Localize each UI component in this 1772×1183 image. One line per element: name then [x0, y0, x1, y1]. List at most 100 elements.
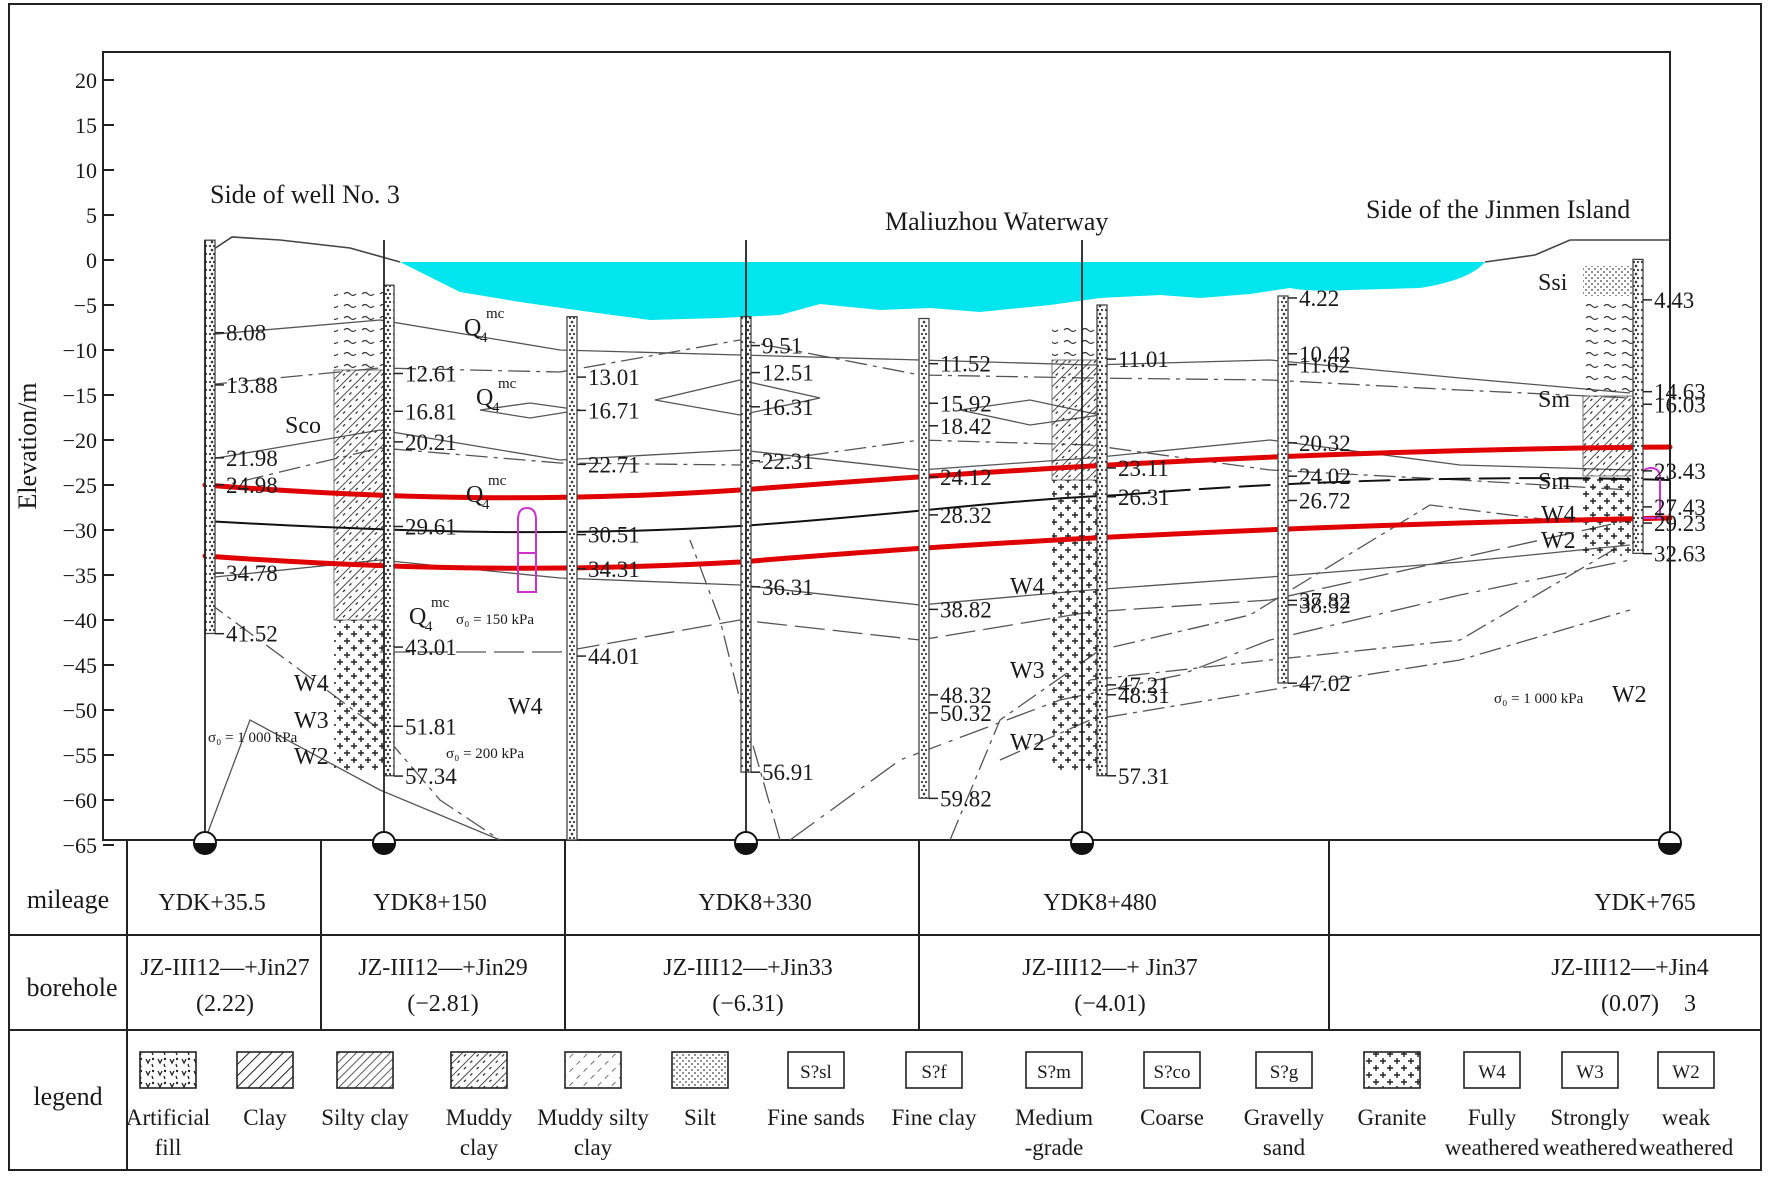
legend-item-3: Silty clay: [321, 1051, 409, 1130]
svg-text:24.98: 24.98: [226, 473, 278, 498]
figure-border: [8, 3, 1762, 1171]
borehole-cell-3: JZ-III12—+Jin33(−6.31): [663, 955, 833, 1017]
y-tick-label: −5: [74, 293, 97, 318]
legend-symbol-text: W3: [1576, 1062, 1603, 1083]
y-tick-label: −50: [63, 698, 97, 723]
svg-text:JZ-III12—+Jin27: JZ-III12—+Jin27: [140, 955, 310, 981]
svg-text:14.63: 14.63: [1654, 380, 1706, 405]
borehole-label: 57.31: [1107, 764, 1170, 789]
svg-text:Q: Q: [466, 482, 483, 508]
svg-text:mc: mc: [486, 306, 505, 322]
borehole-label: 23.11: [1107, 456, 1169, 481]
w3-label-center: W3: [1010, 658, 1045, 684]
svg-text:24.02: 24.02: [1299, 464, 1351, 489]
legend-symbol-text: W4: [1478, 1062, 1506, 1083]
borehole-row: JZ-III12—+Jin27(2.22)JZ-III12—+Jin29(−2.…: [140, 955, 1709, 1017]
svg-text:Q: Q: [464, 315, 481, 341]
y-tick-label: −15: [63, 383, 97, 408]
svg-text:47.21: 47.21: [1118, 673, 1170, 698]
borehole-label: 11.62: [1288, 353, 1350, 378]
svg-text:JZ-III12—+ Jin37: JZ-III12—+ Jin37: [1022, 955, 1198, 981]
mileage-cell-4: YDK8+480: [1043, 890, 1157, 916]
svg-text:(−6.31): (−6.31): [712, 991, 784, 1017]
sigma-1000-right: σ₀ = 1 000 kPa: [1494, 691, 1584, 707]
legend-symbol-text: W2: [1672, 1062, 1699, 1083]
mileage-cell-1: YDK+35.5: [158, 890, 266, 916]
mileage-cell-2: YDK8+150: [373, 890, 487, 916]
svg-text:Artificial: Artificial: [126, 1105, 210, 1130]
sigma-1000-left: σ₀ = 1 000 kPa: [208, 730, 298, 746]
borehole-label: 16.81: [394, 399, 457, 424]
svg-text:13.88: 13.88: [226, 373, 278, 398]
borehole-label: 23.43: [1643, 459, 1706, 484]
svg-text:21.98: 21.98: [226, 446, 278, 471]
y-tick-label: 5: [86, 203, 97, 228]
borehole-label: 28.32: [929, 503, 992, 528]
legend-symbol-text: S?sl: [800, 1062, 832, 1083]
svg-text:27.43: 27.43: [1654, 495, 1706, 520]
legend-symbol-text: S?f: [921, 1062, 947, 1083]
borehole-row-header: borehole: [27, 973, 118, 1002]
borehole-label: 11.01: [1107, 347, 1169, 372]
svg-text:3: 3: [1684, 991, 1696, 1017]
svg-text:24.12: 24.12: [940, 465, 992, 490]
tunnel-crown-line: [202, 444, 1673, 501]
borehole-label: 59.82: [929, 786, 992, 811]
sm-label-1: Sm: [1538, 387, 1570, 413]
borehole-label: 14.63: [1643, 380, 1706, 405]
sigma-150-label: σ₀ = 150 kPa: [456, 612, 534, 628]
svg-text:36.31: 36.31: [762, 575, 814, 600]
svg-text:44.01: 44.01: [588, 644, 640, 669]
borehole-cell-5: JZ-III12—+Jin4(0.07)3: [1551, 955, 1709, 1017]
svg-text:32.63: 32.63: [1654, 542, 1706, 567]
svg-text:28.32: 28.32: [940, 503, 992, 528]
borehole-label: 16.03: [1643, 392, 1706, 417]
svg-text:Clay: Clay: [243, 1105, 287, 1130]
w2-label-left: W2: [294, 744, 329, 770]
svg-text:8.08: 8.08: [226, 321, 266, 346]
svg-text:weak: weak: [1662, 1105, 1711, 1130]
svg-text:mc: mc: [431, 595, 450, 611]
borehole-label: 48.31: [1107, 683, 1170, 708]
svg-text:50.32: 50.32: [940, 701, 992, 726]
svg-text:57.34: 57.34: [405, 764, 457, 789]
mileage-marker-2: [372, 240, 396, 855]
svg-text:Q: Q: [476, 385, 493, 411]
svg-text:Gravelly: Gravelly: [1244, 1105, 1325, 1130]
borehole-label: 51.81: [394, 714, 457, 739]
borehole-elevation-labels: 8.0813.8821.9824.9834.7841.5212.6116.812…: [215, 286, 1706, 811]
heading-left: Side of well No. 3: [210, 180, 400, 209]
sco-label: Sco: [285, 413, 321, 439]
y-tick-label: −35: [63, 563, 97, 588]
svg-text:11.52: 11.52: [940, 352, 991, 377]
svg-text:Muddy silty: Muddy silty: [537, 1105, 649, 1130]
svg-text:41.52: 41.52: [226, 622, 278, 647]
svg-text:4: 4: [482, 497, 490, 513]
svg-text:37.82: 37.82: [1299, 588, 1351, 613]
borehole-label: 38.32: [1288, 593, 1351, 618]
svg-text:38.32: 38.32: [1299, 593, 1351, 618]
borehole-label: 26.31: [1107, 485, 1170, 510]
borehole-label: 12.51: [751, 361, 814, 386]
svg-text:weathered: weathered: [1639, 1135, 1734, 1160]
svg-text:20.21: 20.21: [405, 430, 457, 455]
svg-text:(0.07): (0.07): [1601, 991, 1659, 1017]
svg-text:4: 4: [480, 330, 488, 346]
svg-text:43.01: 43.01: [405, 635, 457, 660]
borehole-rod-3: [566, 316, 578, 841]
borehole-label: 38.82: [929, 597, 992, 622]
borehole-label: 13.88: [215, 373, 278, 398]
mileage-markers: [193, 240, 1682, 855]
borehole-label: 13.01: [577, 365, 640, 390]
svg-text:10.42: 10.42: [1299, 342, 1351, 367]
borehole-label: 18.42: [929, 414, 992, 439]
